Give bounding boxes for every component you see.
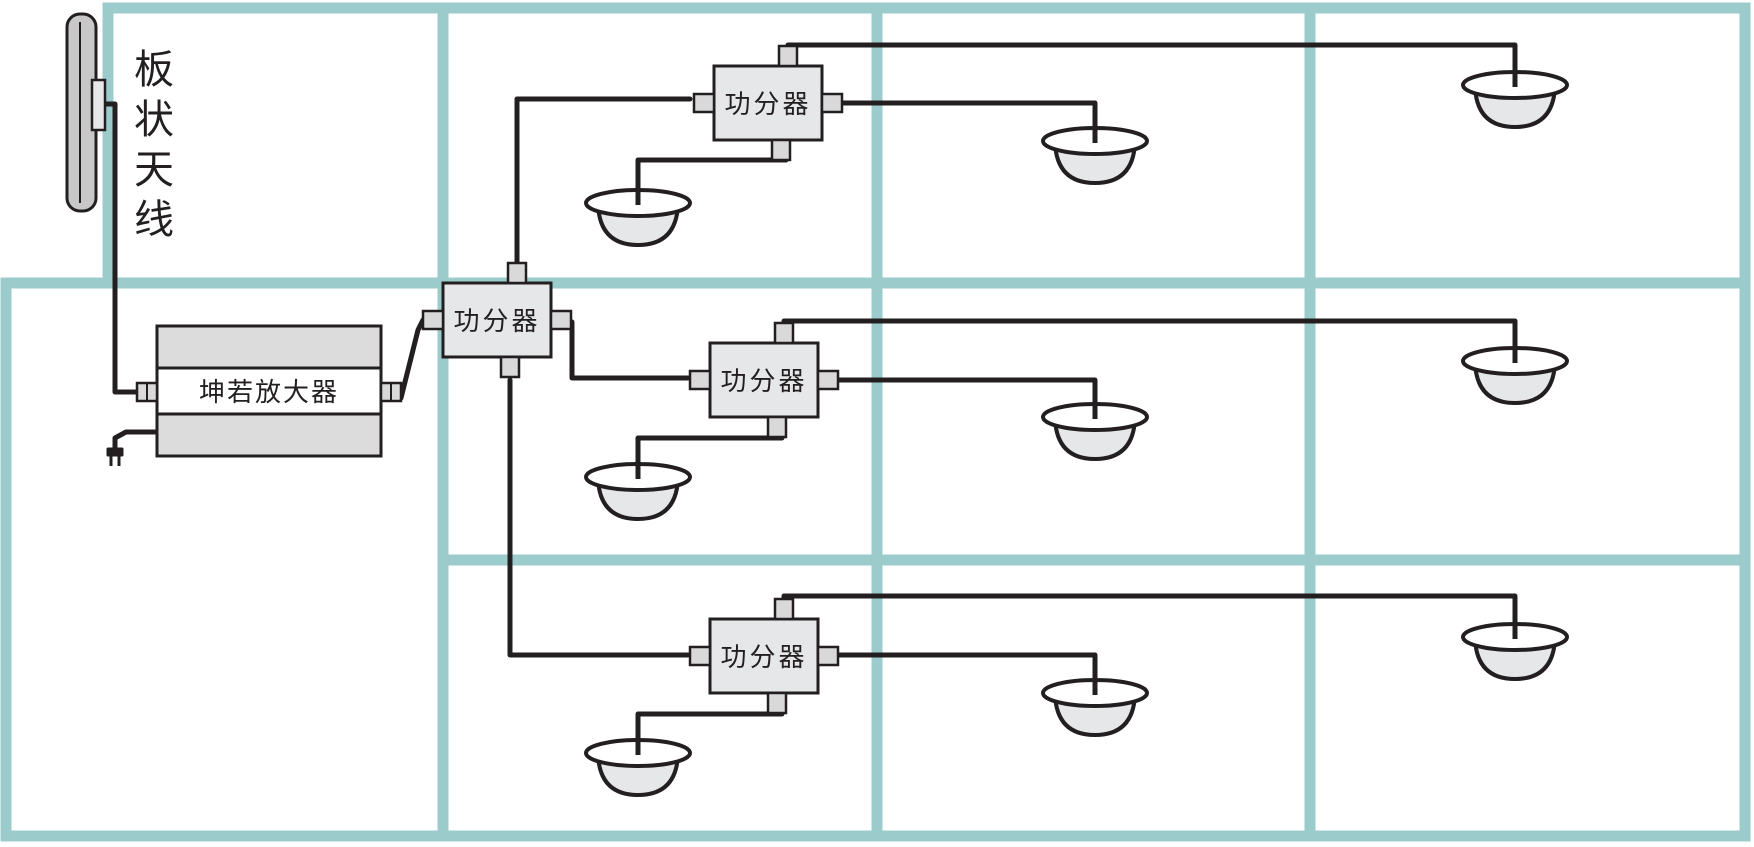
splitter-row3-in-port [688,645,712,667]
main-splitter-label: 功分器 [453,307,540,337]
splitter-row1-port-right [820,92,844,114]
cable-main-row1 [514,96,693,267]
splitter-row2-in-port [688,369,712,391]
ceiling-antenna-icon [586,739,690,795]
main-splitter: 功分器 [421,261,573,379]
ceiling-antenna-icon [586,463,690,519]
splitter-row1-in-port [692,92,716,114]
main-splitter-out-port-top [506,261,528,285]
ceiling-antenna-icon [1463,623,1567,679]
cable-row3-far [781,593,1518,637]
cable-main-row3 [507,377,691,658]
ceiling-antenna-icon [1043,679,1147,735]
antenna-connector [90,78,107,132]
splitter-row1-port-top [777,44,799,68]
splitter-row1-port-bottom [770,138,792,162]
cable-antenna-amplifier [100,101,141,395]
splitter-row3: 功分器 [688,597,840,715]
ceiling-antenna-icon [1043,127,1147,183]
panel-antenna [65,12,107,213]
feeder-cables [100,42,1518,753]
splitter-row2-port-top [773,321,795,345]
amplifier: 坤若放大器 [135,324,403,458]
cable-row1-far [785,42,1518,85]
antenna-label-char-1: 板 [134,47,174,93]
main-splitter-out-port-right [549,309,573,331]
antenna-label-char-2: 状 [134,97,174,143]
splitter-row2-label: 功分器 [720,367,807,397]
main-splitter-out-port-bottom [499,355,521,379]
antenna-label-char-3: 天 [134,147,174,193]
ceiling-antenna-icon [586,189,690,245]
cable-row1-near [635,157,789,203]
antenna-label: 板 状 天 线 [134,47,174,243]
antenna-label-char-4: 线 [134,197,174,243]
cable-amplifier-splitter [398,317,426,401]
splitter-row3-port-bottom [766,691,788,715]
power-cord [112,429,160,453]
splitter-row1: 功分器 [692,44,844,162]
splitter-row2: 功分器 [688,321,840,439]
ceiling-antenna-icon [1463,347,1567,403]
splitter-row3-port-top [773,597,795,621]
splitter-row2-port-right [816,369,840,391]
ceiling-antenna-icon [1463,71,1567,127]
ceiling-antenna-icon [1043,403,1147,459]
cable-row2-far [781,318,1518,361]
cable-main-row2 [569,319,691,381]
splitter-row3-port-right [816,645,840,667]
main-splitter-box [441,281,553,359]
main-splitter-in-port [421,309,445,331]
wall-main-area [437,2,1751,842]
power-plug-icon [106,447,124,466]
amplifier-label: 坤若放大器 [199,378,339,408]
splitter-row3-label: 功分器 [720,643,807,673]
splitter-row2-port-bottom [766,415,788,439]
splitter-row1-label: 功分器 [724,90,811,120]
